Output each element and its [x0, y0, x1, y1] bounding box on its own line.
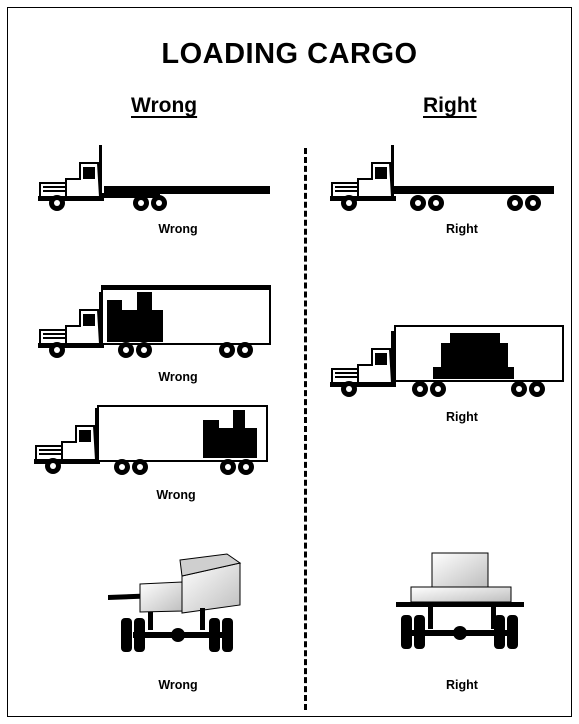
truck-wrong-rear-load [34, 406, 267, 475]
axle-right-level [396, 553, 524, 649]
truck-right-center-load [330, 326, 563, 397]
caption-right-center-load: Right [446, 410, 478, 424]
truck-wrong-front-load [38, 286, 270, 358]
caption-wrong-rear-load: Wrong [156, 488, 195, 502]
truck-right-flatbed [330, 145, 554, 211]
caption-wrong-flatbed: Wrong [158, 222, 197, 236]
axle-wrong-tilted [108, 554, 240, 652]
caption-wrong-front-load: Wrong [158, 370, 197, 384]
caption-right-axle: Right [446, 678, 478, 692]
caption-wrong-axle: Wrong [158, 678, 197, 692]
truck-wrong-flatbed [38, 145, 270, 211]
caption-right-flatbed: Right [446, 222, 478, 236]
